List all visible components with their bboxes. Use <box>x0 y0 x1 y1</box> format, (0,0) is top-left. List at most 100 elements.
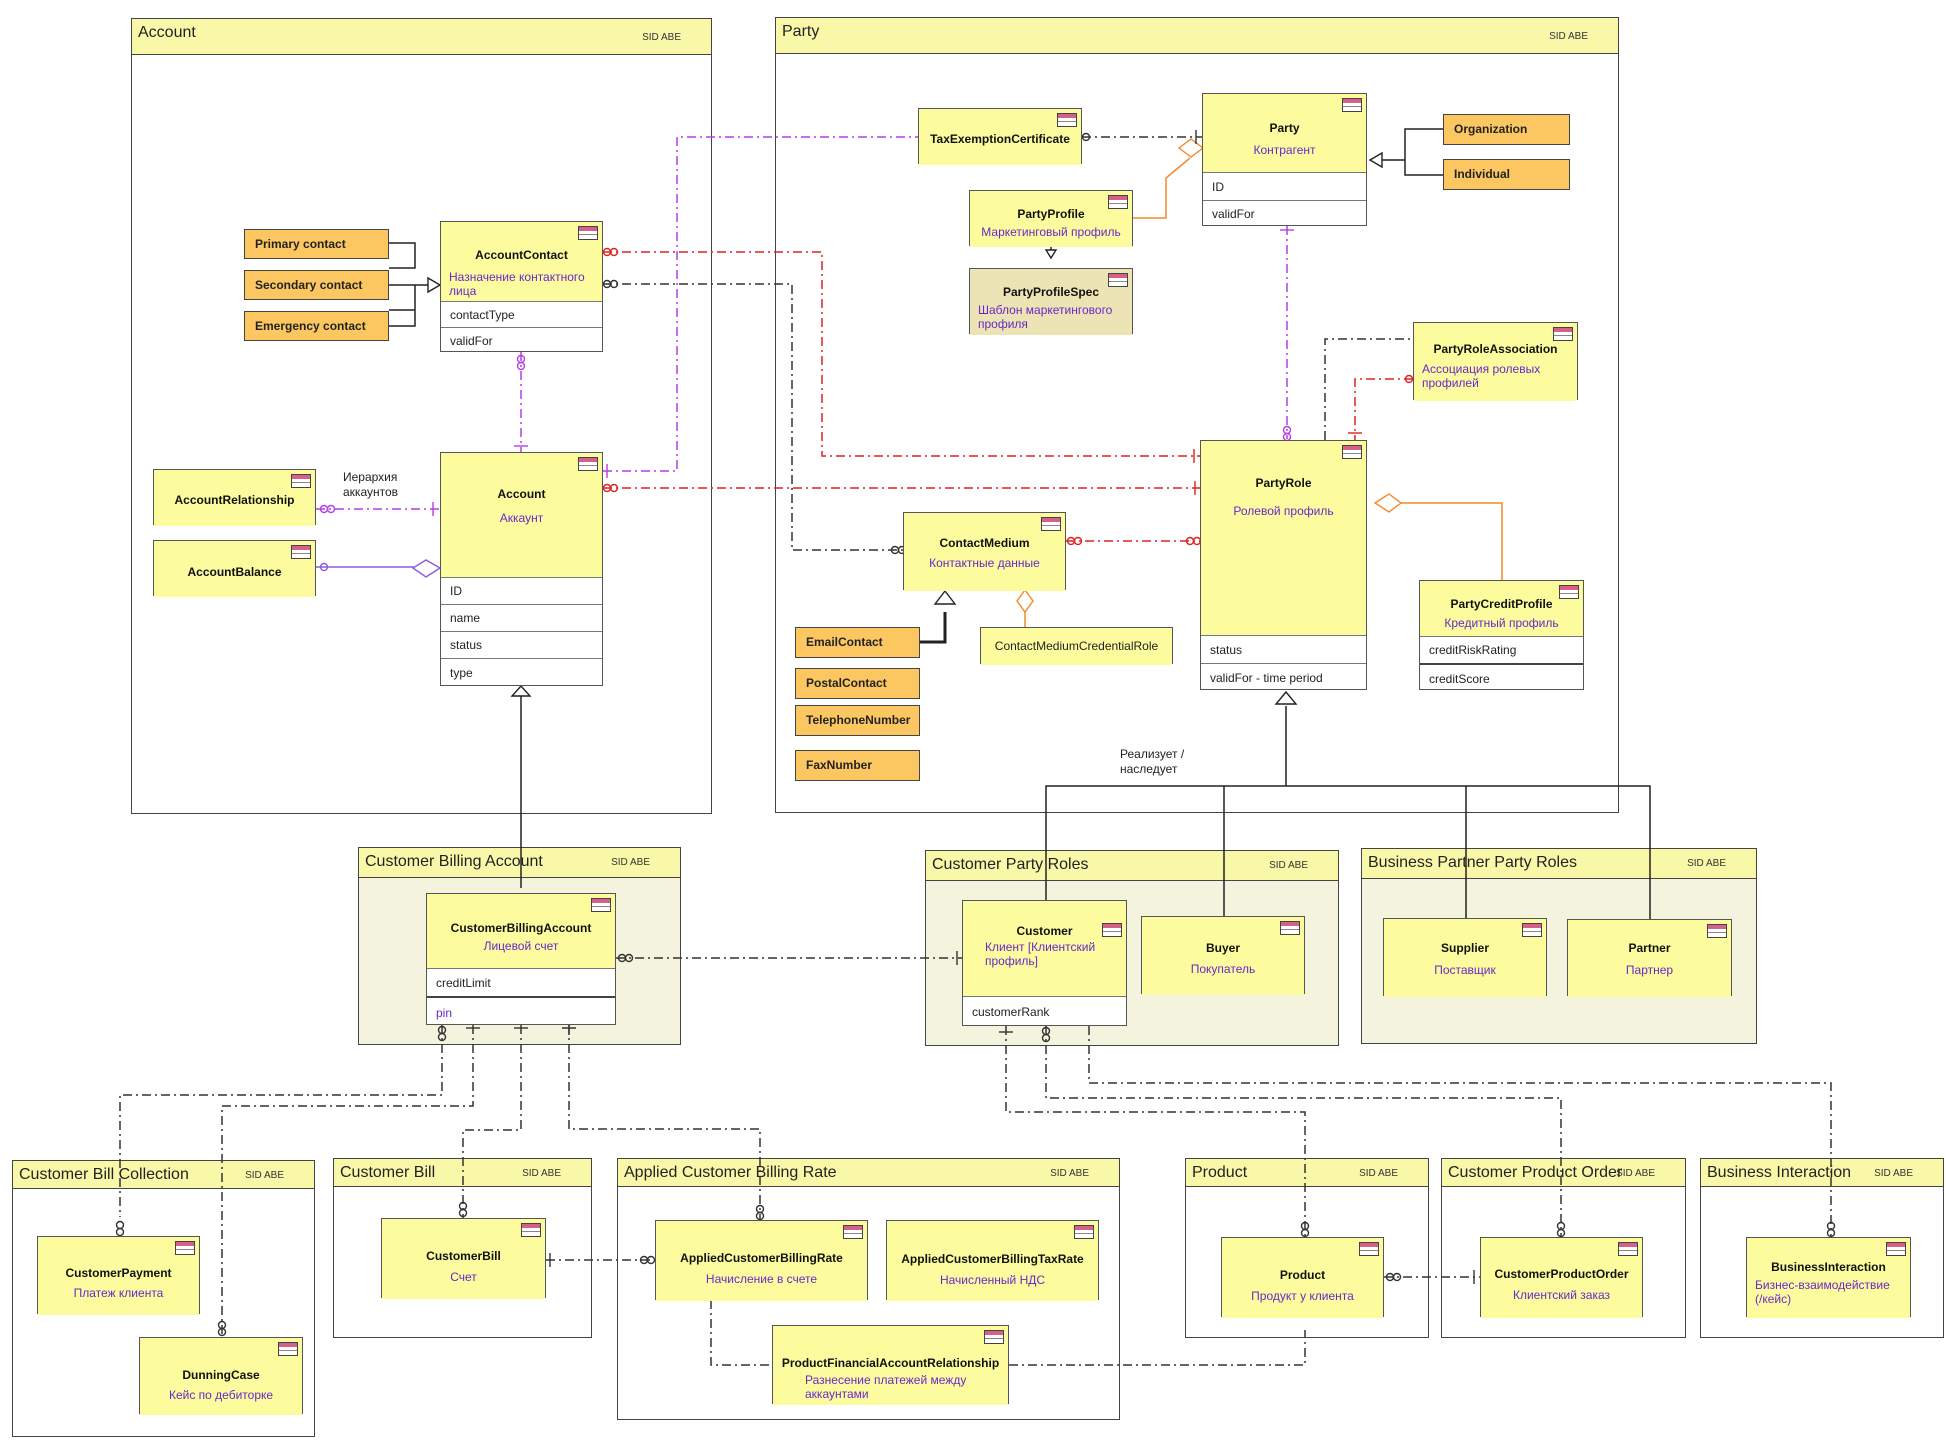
package-business-interaction[interactable]: Business Interaction SID ABE <box>1700 1158 1944 1338</box>
entity-product-financial-account-relationship[interactable]: ProductFinancialAccountRelationship Разн… <box>772 1325 1009 1405</box>
entity-russian-name: Кредитный профиль <box>1444 616 1559 630</box>
entity-business-interaction[interactable]: BusinessInteraction Бизнес-взаимодействи… <box>1746 1237 1911 1318</box>
package-header: Party SID ABE <box>776 18 1618 54</box>
generalization-arrow <box>427 276 442 294</box>
entity-party-profile-spec[interactable]: PartyProfileSpec Шаблон маркетингового п… <box>969 268 1133 335</box>
subtype-individual[interactable]: Individual <box>1443 159 1570 190</box>
entity-account-balance[interactable]: AccountBalance <box>153 540 316 597</box>
attribute-status: status <box>1201 635 1366 663</box>
link-party-partyprofile <box>1107 157 1191 219</box>
entity-contact-medium[interactable]: ContactMedium Контактные данные <box>903 512 1066 591</box>
entity-party-profile[interactable]: PartyProfile Маркетинговый профиль <box>969 190 1133 247</box>
entity-header <box>1568 920 1731 997</box>
entity-header <box>441 222 602 301</box>
entity-name: CustomerProductOrder <box>1494 1267 1629 1281</box>
package-party[interactable]: Party SID ABE <box>775 17 1619 813</box>
attribute-contacttype: contactType <box>441 301 602 327</box>
entity-party-role-association[interactable]: PartyRoleAssociation Ассоциация ролевых … <box>1413 322 1578 401</box>
package-product[interactable]: Product SID ABE <box>1185 1158 1429 1338</box>
entity-name: AppliedCustomerBillingTaxRate <box>901 1252 1084 1266</box>
generalization-arrow <box>933 589 957 605</box>
package-sid-label: SID ABE <box>611 857 650 868</box>
entity-account-contact[interactable]: AccountContact Назначение контактного ли… <box>440 221 603 352</box>
class-icon <box>1102 923 1122 937</box>
entity-name: CustomerPayment <box>65 1266 172 1280</box>
entity-header <box>1747 1238 1910 1318</box>
class-icon <box>1522 923 1542 937</box>
entity-header <box>154 470 315 526</box>
package-sid-label: SID ABE <box>642 32 681 43</box>
attribute-validfor: validFor <box>441 327 602 353</box>
link-customer-product <box>1005 1026 1306 1237</box>
package-sid-label: SID ABE <box>1874 1168 1913 1179</box>
package-header: Account SID ABE <box>132 19 711 55</box>
entity-contact-medium-credential-role[interactable]: ContactMediumCredentialRole <box>980 627 1173 665</box>
package-account[interactable]: Account SID ABE <box>131 18 712 814</box>
subtype-email-contact[interactable]: EmailContact <box>795 627 920 658</box>
entity-partner[interactable]: Partner Партнер <box>1567 919 1732 997</box>
subtype-primary-contact[interactable]: Primary contact <box>244 229 389 259</box>
subtype-organization[interactable]: Organization <box>1443 114 1570 145</box>
subtype-emergency-contact[interactable]: Emergency contact <box>244 311 389 341</box>
entity-name: AccountBalance <box>187 565 282 579</box>
class-icon <box>1342 445 1362 459</box>
entity-buyer[interactable]: Buyer Покупатель <box>1141 916 1305 995</box>
package-customer-product-order[interactable]: Customer Product Order SID ABE <box>1441 1158 1686 1338</box>
entity-customer-product-order[interactable]: CustomerProductOrder Клиентский заказ <box>1480 1237 1643 1318</box>
package-title: Customer Bill Collection <box>19 1166 189 1183</box>
entity-account-relationship[interactable]: AccountRelationship <box>153 469 316 526</box>
generalization-arrow <box>1368 151 1383 169</box>
entity-supplier[interactable]: Supplier Поставщик <box>1383 918 1547 997</box>
entity-russian-name: Начисленный НДС <box>939 1273 1046 1287</box>
entity-applied-customer-billing-tax-rate[interactable]: AppliedCustomerBillingTaxRate Начисленны… <box>886 1220 1099 1301</box>
entity-applied-customer-billing-rate[interactable]: AppliedCustomerBillingRate Начисление в … <box>655 1220 868 1301</box>
entity-header <box>382 1219 545 1299</box>
entity-header <box>1142 917 1304 995</box>
subtype-fax-number[interactable]: FaxNumber <box>795 750 920 781</box>
class-icon <box>591 898 611 912</box>
entity-header <box>773 1326 1008 1405</box>
entity-russian-name: Лицевой счет <box>483 939 559 953</box>
entity-party[interactable]: Party Контрагент ID validFor <box>1202 93 1367 226</box>
entity-product[interactable]: Product Продукт у клиента <box>1221 1237 1384 1318</box>
class-icon <box>984 1330 1004 1344</box>
subtype-secondary-contact[interactable]: Secondary contact <box>244 270 389 300</box>
attribute-validfor: validFor <box>1203 200 1366 227</box>
package-sid-label: SID ABE <box>1687 858 1726 869</box>
subtype-telephone-number[interactable]: TelephoneNumber <box>795 705 920 736</box>
entity-account[interactable]: Account Аккаунт ID name status type <box>440 452 603 686</box>
attribute-creditlimit: creditLimit <box>427 968 615 996</box>
entity-tax-exemption-certificate[interactable]: TaxExemptionCertificate <box>918 108 1082 165</box>
class-icon <box>1108 273 1128 287</box>
entity-russian-name: Продукт у клиента <box>1251 1289 1354 1303</box>
attribute-customerrank: customerRank <box>963 996 1126 1027</box>
entity-russian-name: Счет <box>450 1270 477 1284</box>
entity-russian-name: Ролевой профиль <box>1233 504 1334 518</box>
class-icon <box>1057 113 1077 127</box>
attribute-name: name <box>441 604 602 631</box>
entity-header <box>1414 323 1577 401</box>
entity-customer[interactable]: Customer Клиент [Клиентский профиль] cus… <box>962 900 1127 1026</box>
link-partyroleassociation-partyrole <box>1354 378 1413 440</box>
entity-russian-name: Покупатель <box>1190 962 1256 976</box>
entity-name: Partner <box>1628 941 1671 955</box>
aggregation-diamond <box>1373 493 1403 513</box>
entity-customer-payment[interactable]: CustomerPayment Платеж клиента <box>37 1236 200 1315</box>
package-applied-customer-billing-rate[interactable]: Applied Customer Billing Rate SID ABE <box>617 1158 1120 1420</box>
entity-name: BusinessInteraction <box>1771 1260 1886 1274</box>
entity-russian-name: Аккаунт <box>499 511 544 525</box>
entity-party-credit-profile[interactable]: PartyCreditProfile Кредитный профиль cre… <box>1419 580 1584 690</box>
package-customer-bill-collection[interactable]: Customer Bill Collection SID ABE <box>12 1160 315 1437</box>
class-icon <box>1559 585 1579 599</box>
subtype-postal-contact[interactable]: PostalContact <box>795 668 920 699</box>
entity-header <box>1420 581 1583 636</box>
entity-dunning-case[interactable]: DunningCase Кейс по дебиторке <box>139 1337 303 1415</box>
entity-header <box>970 269 1132 335</box>
entity-russian-name-cont: профиля <box>978 317 1028 331</box>
entity-customer-billing-account[interactable]: CustomerBillingAccount Лицевой счет cred… <box>426 893 616 1025</box>
entity-party-role[interactable]: PartyRole Ролевой профиль status validFo… <box>1200 440 1367 690</box>
link-party-subtypes <box>1370 128 1443 176</box>
entity-customer-bill[interactable]: CustomerBill Счет <box>381 1218 546 1299</box>
class-icon <box>175 1241 195 1255</box>
